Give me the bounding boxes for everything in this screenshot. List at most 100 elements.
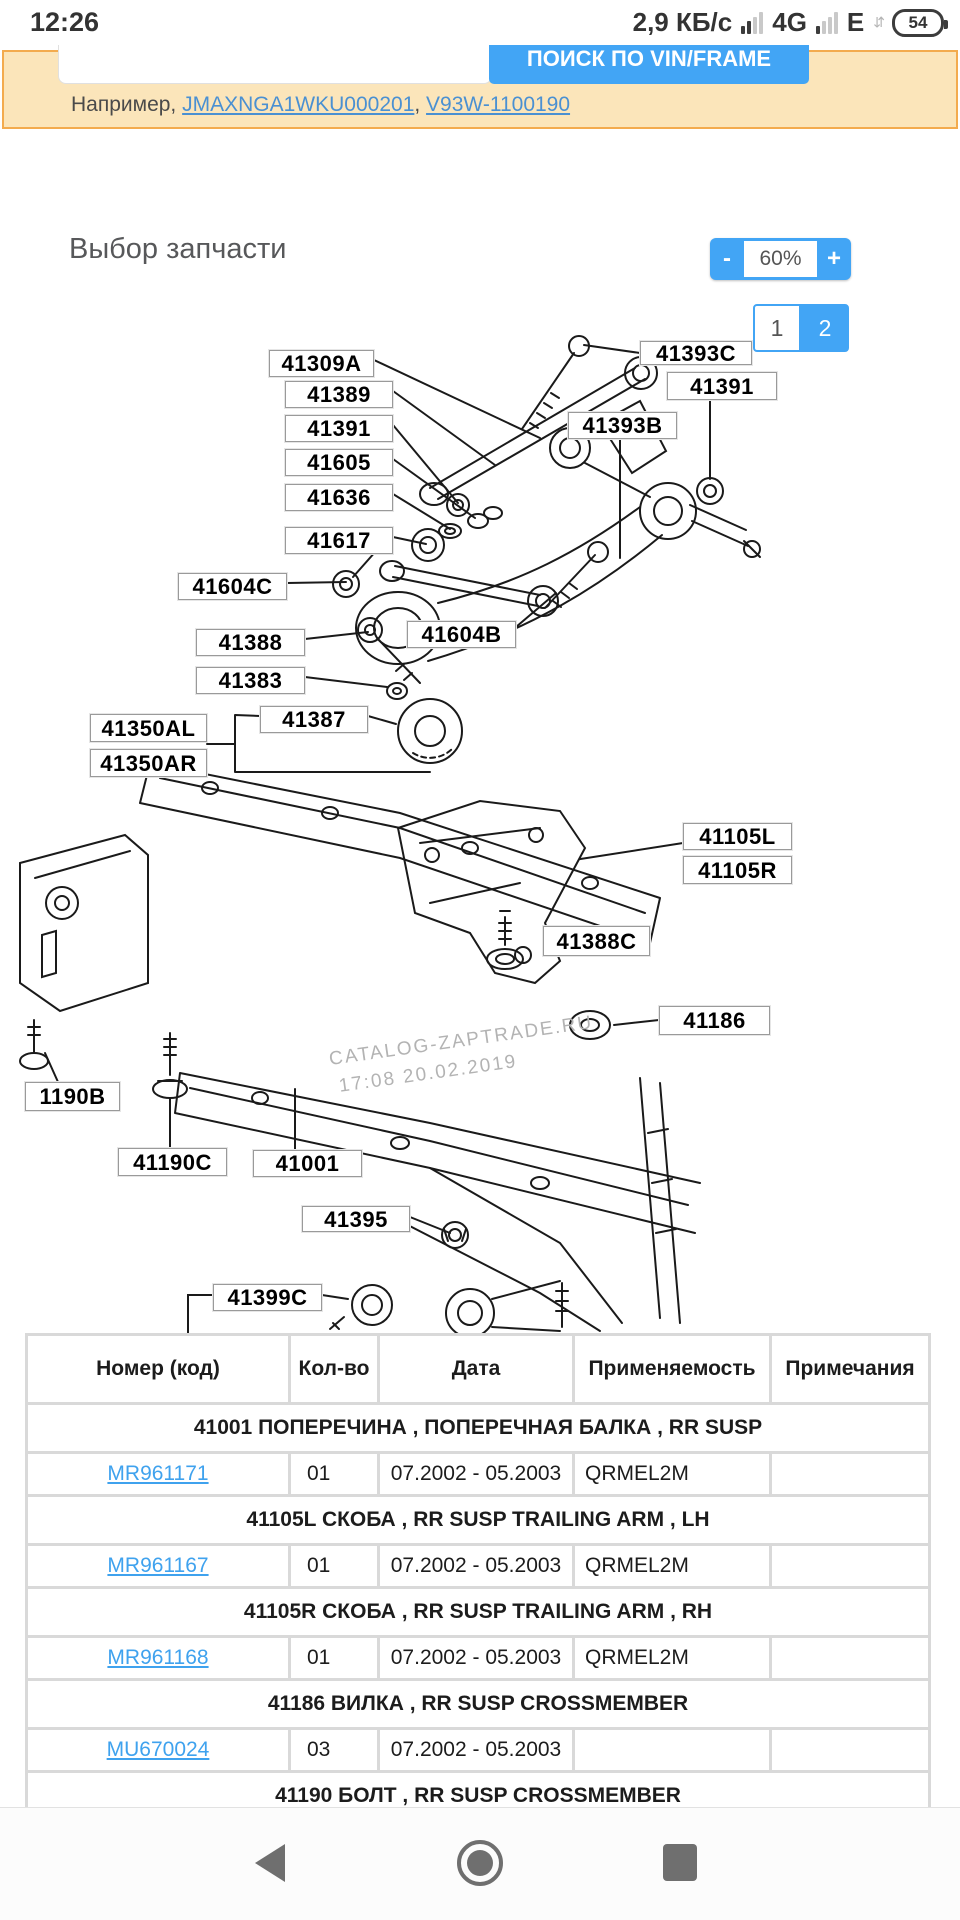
zoom-level-value: 60% bbox=[744, 241, 817, 277]
applicability-cell: QRMEL2M bbox=[575, 1638, 769, 1678]
table-row: MR961167 01 07.2002 - 05.2003 QRMEL2M bbox=[28, 1546, 928, 1586]
applicability-cell: QRMEL2M bbox=[575, 1454, 769, 1494]
table-row: MU670024 03 07.2002 - 05.2003 bbox=[28, 1730, 928, 1770]
back-icon[interactable] bbox=[255, 1844, 285, 1882]
part-label[interactable]: 41399C bbox=[213, 1284, 322, 1311]
parts-table: Номер (код) Кол-во Дата Применяемость Пр… bbox=[25, 1333, 931, 1807]
part-label[interactable]: 41388 bbox=[196, 629, 305, 656]
col-header-date: Дата bbox=[380, 1336, 572, 1402]
section-title: 41186 ВИЛКА , RR SUSP CROSSMEMBER bbox=[28, 1681, 928, 1727]
part-label[interactable]: 41186 bbox=[659, 1006, 770, 1035]
part-label[interactable]: 41391 bbox=[285, 415, 393, 442]
section-title: 41001 ПОПЕРЕЧИНА , ПОПЕРЕЧНАЯ БАЛКА , RR… bbox=[28, 1405, 928, 1451]
qty-cell: 01 bbox=[291, 1638, 377, 1678]
part-label[interactable]: 41383 bbox=[196, 667, 305, 694]
table-header-row: Номер (код) Кол-во Дата Применяемость Пр… bbox=[28, 1336, 928, 1402]
section-title: 41105L СКОБА , RR SUSP TRAILING ARM , LH bbox=[28, 1497, 928, 1543]
vin-example-link-1[interactable]: JMAXNGA1WKU000201 bbox=[182, 93, 415, 116]
part-code-link[interactable]: MR961171 bbox=[107, 1462, 209, 1485]
part-code-link[interactable]: MU670024 bbox=[106, 1738, 210, 1761]
part-label[interactable]: 41604C bbox=[178, 573, 287, 600]
part-code-cell: MR961168 bbox=[28, 1638, 288, 1678]
section-title: 41190 БОЛТ , RR SUSP CROSSMEMBER bbox=[28, 1773, 928, 1807]
part-code-cell: MR961171 bbox=[28, 1454, 288, 1494]
zoom-control: - 60% + bbox=[710, 238, 851, 280]
diagram-page-switcher: 1 2 bbox=[753, 304, 849, 352]
qty-cell: 03 bbox=[291, 1730, 377, 1770]
part-label[interactable]: 41636 bbox=[285, 484, 393, 511]
section-row: 41105L СКОБА , RR SUSP TRAILING ARM , LH bbox=[28, 1497, 928, 1543]
part-code-cell: MR961167 bbox=[28, 1546, 288, 1586]
network-type: 4G bbox=[772, 7, 807, 37]
part-label[interactable]: 41350AL bbox=[90, 714, 207, 742]
notes-cell bbox=[772, 1730, 928, 1770]
col-header-number: Номер (код) bbox=[28, 1336, 288, 1402]
col-header-qty: Кол-во bbox=[291, 1336, 377, 1402]
vin-example-link-2[interactable]: V93W-1100190 bbox=[426, 93, 571, 116]
zoom-in-button[interactable]: + bbox=[817, 238, 851, 280]
section-row: 41190 БОЛТ , RR SUSP CROSSMEMBER bbox=[28, 1773, 928, 1807]
part-label[interactable]: 41350AR bbox=[90, 749, 207, 777]
part-label[interactable]: 41617 bbox=[285, 527, 393, 554]
part-code-cell: MU670024 bbox=[28, 1730, 288, 1770]
table-row: MR961171 01 07.2002 - 05.2003 QRMEL2M bbox=[28, 1454, 928, 1494]
part-code-link[interactable]: MR961168 bbox=[107, 1646, 209, 1669]
part-label[interactable]: 41309A bbox=[269, 350, 374, 377]
notes-cell bbox=[772, 1638, 928, 1678]
signal-bars-icon bbox=[741, 11, 764, 34]
data-transfer-arrows-icon: ⇵ bbox=[873, 14, 885, 30]
part-label[interactable]: 41190C bbox=[118, 1148, 227, 1176]
part-code-link[interactable]: MR961167 bbox=[107, 1554, 209, 1577]
part-label[interactable]: 41105R bbox=[683, 856, 792, 884]
section-row: 41105R СКОБА , RR SUSP TRAILING ARM , RH bbox=[28, 1589, 928, 1635]
network-speed: 2,9 КБ/с bbox=[632, 7, 733, 37]
col-header-notes: Примечания bbox=[772, 1336, 928, 1402]
part-label[interactable]: 41605 bbox=[285, 449, 393, 476]
date-cell: 07.2002 - 05.2003 bbox=[380, 1730, 572, 1770]
section-row: 41001 ПОПЕРЕЧИНА , ПОПЕРЕЧНАЯ БАЛКА , RR… bbox=[28, 1405, 928, 1451]
applicability-cell: QRMEL2M bbox=[575, 1546, 769, 1586]
watermark: CATALOG-ZAPTRADE.RU 17:08 20.02.2019 bbox=[328, 1012, 595, 1097]
status-bar: 12:26 2,9 КБ/с 4G E ⇵ 54 bbox=[0, 0, 960, 45]
table-row: MR961168 01 07.2002 - 05.2003 QRMEL2M bbox=[28, 1638, 928, 1678]
section-row: 41186 ВИЛКА , RR SUSP CROSSMEMBER bbox=[28, 1681, 928, 1727]
vin-example-line: Например, JMAXNGA1WKU000201, V93W-110019… bbox=[71, 93, 571, 116]
recents-icon[interactable] bbox=[663, 1844, 697, 1881]
part-label[interactable]: 41604B bbox=[407, 621, 516, 648]
section-title: 41105R СКОБА , RR SUSP TRAILING ARM , RH bbox=[28, 1589, 928, 1635]
network-type-2: E bbox=[846, 7, 865, 37]
battery-percent: 54 bbox=[908, 12, 928, 32]
parts-table-container: Номер (код) Кол-во Дата Применяемость Пр… bbox=[0, 1333, 960, 1807]
part-label[interactable]: 41393B bbox=[568, 412, 677, 439]
page-title: Выбор запчасти bbox=[69, 233, 287, 265]
part-label[interactable]: 41389 bbox=[285, 381, 393, 408]
date-cell: 07.2002 - 05.2003 bbox=[380, 1454, 572, 1494]
android-nav-bar bbox=[0, 1807, 960, 1920]
part-label[interactable]: 41393C bbox=[640, 341, 752, 366]
home-icon[interactable] bbox=[457, 1840, 503, 1886]
applicability-cell bbox=[575, 1730, 769, 1770]
parts-diagram: CATALOG-ZAPTRADE.RU 17:08 20.02.2019 413… bbox=[0, 283, 960, 1333]
part-label[interactable]: 41395 bbox=[302, 1206, 410, 1232]
notes-cell bbox=[772, 1454, 928, 1494]
qty-cell: 01 bbox=[291, 1546, 377, 1586]
notes-cell bbox=[772, 1546, 928, 1586]
part-label[interactable]: 1190B bbox=[25, 1082, 120, 1111]
diagram-line-art: CATALOG-ZAPTRADE.RU 17:08 20.02.2019 bbox=[19, 335, 761, 1333]
signal-bars-icon-2 bbox=[815, 11, 838, 34]
part-label[interactable]: 41105L bbox=[683, 823, 792, 850]
part-label[interactable]: 41387 bbox=[260, 706, 368, 733]
part-label[interactable]: 41391 bbox=[667, 372, 777, 400]
page-2-button[interactable]: 2 bbox=[801, 304, 849, 352]
page-1-button[interactable]: 1 bbox=[753, 304, 801, 352]
col-header-applicability: Применяемость bbox=[575, 1336, 769, 1402]
part-label[interactable]: 41388C bbox=[543, 926, 650, 956]
part-label[interactable]: 41001 bbox=[253, 1150, 362, 1177]
battery-icon: 54 bbox=[892, 8, 948, 37]
clock: 12:26 bbox=[30, 7, 100, 37]
date-cell: 07.2002 - 05.2003 bbox=[380, 1546, 572, 1586]
vin-example-prefix: Например, bbox=[71, 93, 177, 116]
zoom-out-button[interactable]: - bbox=[710, 238, 744, 280]
vin-search-panel: ПОИСК ПО VIN/FRAME Например, JMAXNGA1WKU… bbox=[2, 22, 958, 129]
